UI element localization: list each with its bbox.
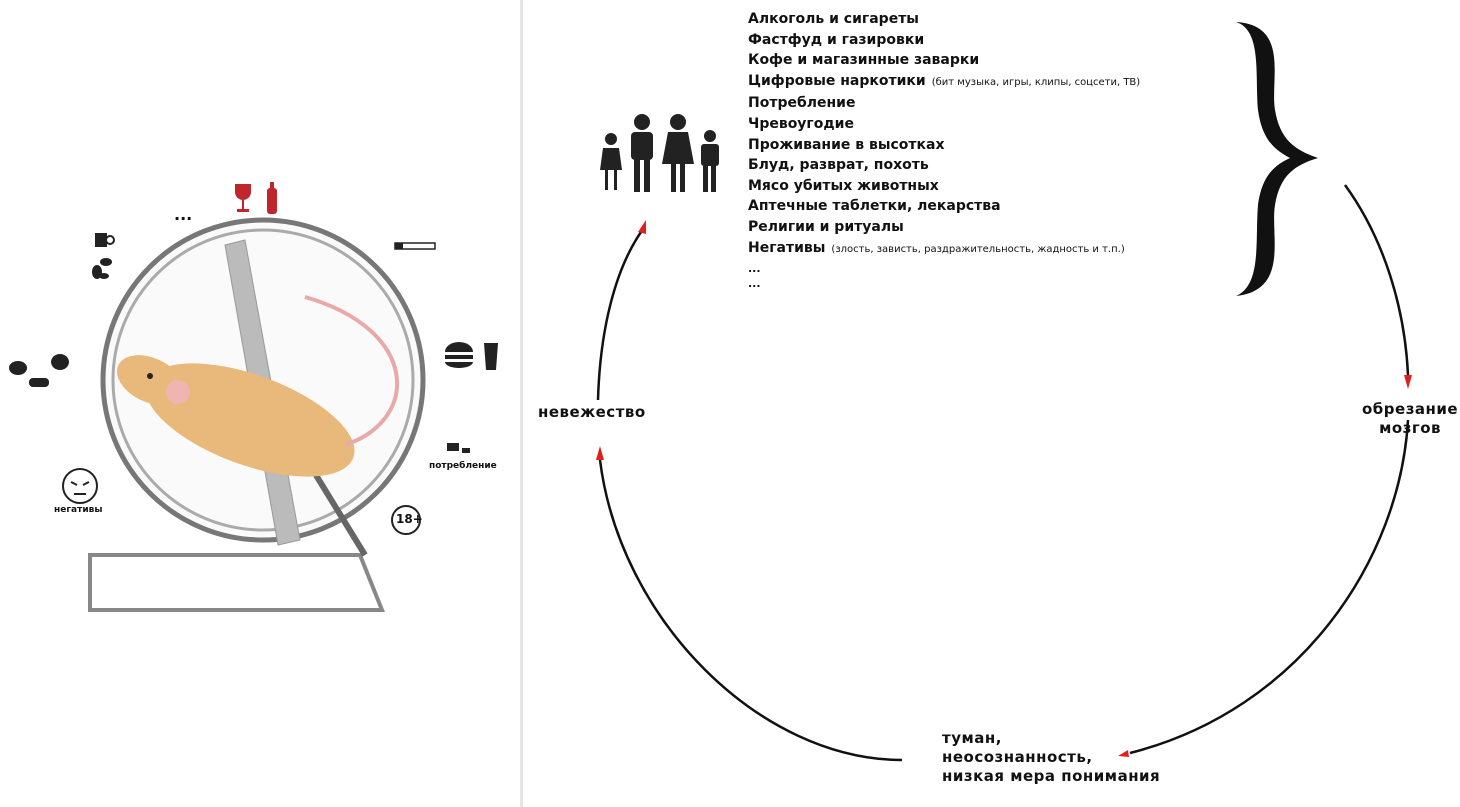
adult-badge-icon [391,505,421,535]
list-item: ... [748,277,761,291]
list-item: Аптечные таблетки, лекарства [748,198,1001,215]
family-icon [600,114,719,192]
list-item: Фастфуд и газировки [748,31,925,48]
shopping-cart-icon [447,443,470,453]
coffee-cup-icon [95,233,115,247]
curly-brace [1236,22,1318,296]
cycle-label-left: невежество [538,403,646,421]
list-item: ... [748,262,761,276]
wine-glass-icon [235,184,251,212]
list-item: Алкоголь и сигареты [748,11,919,27]
list-item: Кофе и магазинные заварки [748,52,980,69]
list-item: Потребление [748,95,856,112]
cycle-arrows [596,184,1410,762]
list-item: Чревоугодие [748,115,854,132]
cycle-label-bottom: туман,неосознанность,низкая мера пониман… [942,729,1161,785]
divider [520,0,523,807]
list-item: Негативы(злость, зависть, раздражительно… [748,239,1125,256]
burger-icon [445,342,473,368]
harm-list: Алкоголь и сигареты Фастфуд и газировки … [748,9,1140,291]
list-item: Цифровые наркотики(бит музыка, игры, кли… [748,72,1141,89]
fries-icon [484,343,498,370]
consumption-label: потребление [429,461,497,471]
meat-icon [9,354,69,387]
list-item: Мясо убитых животных [748,177,939,194]
negatives-label: негативы [54,505,103,515]
bottle-icon [267,182,277,214]
mouse [116,295,399,477]
angry-face-icon [62,468,98,504]
arrowheads [596,220,1412,757]
list-item: Блуд, разврат, похоть [748,157,929,174]
more-ellipsis: ... [174,205,193,224]
adult-badge-label: 18+ [396,512,423,526]
list-item: Религии и ритуалы [748,218,904,235]
coffee-beans-icon [92,258,112,279]
list-item: Проживание в высотках [748,136,945,153]
cigarette-icon [394,242,436,250]
